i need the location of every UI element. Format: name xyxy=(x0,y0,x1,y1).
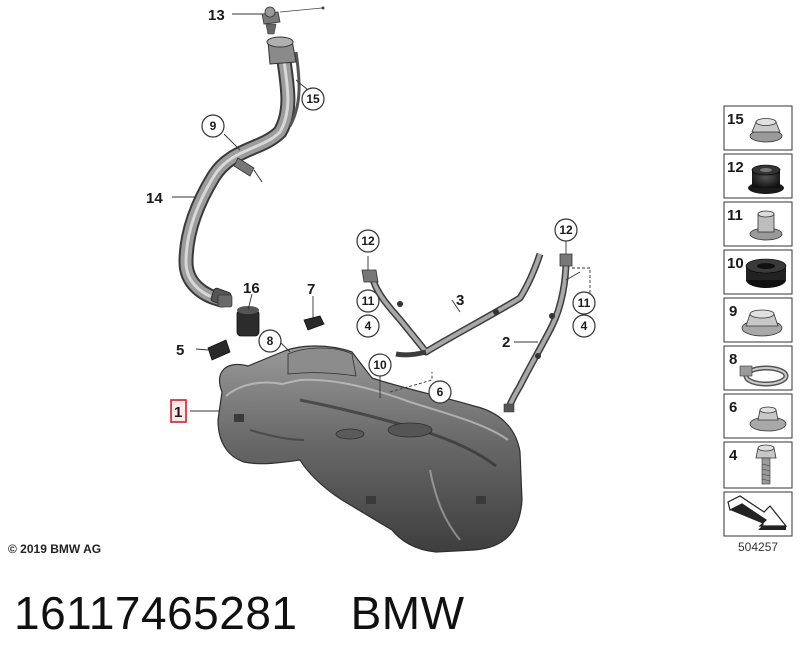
fuel-tank xyxy=(217,345,523,553)
support-pad xyxy=(207,339,231,361)
leader-lines xyxy=(172,13,591,412)
part-caption: 16117465281 BMW xyxy=(14,586,465,640)
hex-nut-washer-icon xyxy=(741,309,783,337)
callout-9: 9 xyxy=(210,119,217,133)
callout-1: 1 xyxy=(174,404,182,421)
connecting-hose xyxy=(217,294,260,337)
callout-13: 13 xyxy=(208,7,225,24)
hex-flange-nut-icon xyxy=(749,118,783,143)
callout-16: 16 xyxy=(243,280,260,297)
thumbnail-11-label: 11 xyxy=(727,207,743,224)
tension-strap-right xyxy=(503,253,573,413)
thumbnail-6-label: 6 xyxy=(729,399,737,416)
callout-8: 8 xyxy=(267,334,274,348)
callout-6: 6 xyxy=(437,385,444,399)
callout-12-left: 12 xyxy=(361,234,375,248)
orientation-arrow-box xyxy=(723,491,793,537)
filler-pipe xyxy=(178,36,301,308)
callout-2: 2 xyxy=(502,334,510,351)
rubber-grommet-icon xyxy=(748,164,784,194)
thumbnail-4-label: 4 xyxy=(729,447,738,464)
filler-cap xyxy=(261,6,325,35)
thumbnail-9[interactable]: 9 xyxy=(723,297,793,343)
callout-14: 14 xyxy=(146,190,163,207)
callout-7: 7 xyxy=(307,281,315,298)
callout-12-right: 12 xyxy=(559,223,573,237)
thumbnail-10-label: 10 xyxy=(727,255,744,272)
thumbnail-4[interactable]: 4 xyxy=(723,441,793,489)
rubber-pad xyxy=(303,315,325,331)
callout-11-left: 11 xyxy=(362,294,375,308)
callout-3: 3 xyxy=(456,292,464,309)
collar-nut-icon xyxy=(749,210,783,241)
thumbnail-8[interactable]: 8 xyxy=(723,345,793,391)
caption-gap xyxy=(298,587,351,639)
circled-callout-numbers: 15 9 8 12 11 4 10 6 12 11 4 xyxy=(210,92,591,399)
circled-callouts xyxy=(201,87,596,404)
callout-4-left: 4 xyxy=(365,319,372,333)
thumbnail-15-label: 15 xyxy=(727,111,744,128)
parts-diagram: 13 14 16 7 5 3 2 1 15 9 8 12 11 4 10 6 1… xyxy=(146,6,793,553)
callout-1-highlight[interactable]: 1 xyxy=(170,399,187,423)
brand-name: BMW xyxy=(350,587,465,639)
arrow-icon xyxy=(727,495,788,530)
thumbnail-8-label: 8 xyxy=(729,351,737,368)
callout-10: 10 xyxy=(373,358,387,372)
copyright-notice: © 2019 BMW AG xyxy=(8,542,102,556)
thumbnail-12[interactable]: 12 xyxy=(723,153,793,199)
callout-labels: 13 14 16 7 5 3 2 xyxy=(146,7,510,359)
thumbnail-12-label: 12 xyxy=(727,159,744,176)
thumbnail-15[interactable]: 15 xyxy=(723,105,793,151)
thumbnail-10[interactable]: 10 xyxy=(723,249,793,295)
tension-strap-left xyxy=(361,252,544,358)
callout-5: 5 xyxy=(176,342,184,359)
flange-nut-icon xyxy=(749,406,787,432)
callout-15: 15 xyxy=(306,92,320,106)
part-number: 16117465281 xyxy=(14,587,298,639)
diagram-id: 504257 xyxy=(738,540,779,554)
callout-11-right: 11 xyxy=(578,296,591,310)
thumbnail-11[interactable]: 11 xyxy=(723,201,793,247)
callout-4-right: 4 xyxy=(581,319,588,333)
rubber-ring-icon xyxy=(745,258,787,288)
thumbnail-9-label: 9 xyxy=(729,303,737,320)
parts-thumbnail-column: 15 12 11 xyxy=(723,105,793,537)
thumbnail-6[interactable]: 6 xyxy=(723,393,793,439)
hex-bolt-icon xyxy=(755,444,777,485)
hose-clamp-icon xyxy=(739,365,789,387)
